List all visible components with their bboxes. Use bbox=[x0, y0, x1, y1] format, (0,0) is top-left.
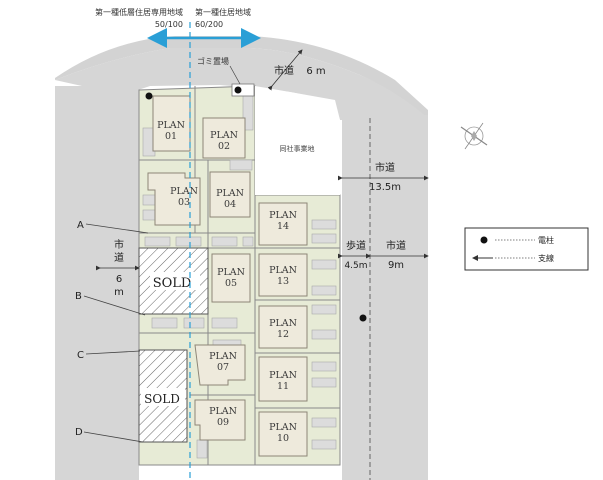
utility-pole-icon bbox=[234, 86, 242, 94]
company-site-label: 同社事業地 bbox=[280, 144, 315, 153]
marker-c: C bbox=[77, 350, 84, 361]
section-markers: A B C D bbox=[75, 220, 149, 443]
marker-a: A bbox=[77, 220, 84, 231]
plan-12-label[interactable]: PLAN bbox=[269, 318, 297, 329]
plan-labels: PLAN 01 PLAN 02 PLAN 03 PLAN 04 PLAN 14 … bbox=[157, 120, 297, 444]
zone-right-ratio: 60/200 bbox=[195, 20, 223, 29]
west-road-unit: m bbox=[114, 287, 124, 298]
compass-icon bbox=[460, 122, 488, 150]
plan-01-label[interactable]: PLAN bbox=[157, 120, 185, 131]
plan-01-number: 01 bbox=[165, 131, 177, 142]
sold-label-lower: SOLD bbox=[144, 392, 180, 406]
plan-12-number: 12 bbox=[277, 329, 289, 340]
plan-07-number: 07 bbox=[217, 362, 229, 373]
sidewalk-width: 4.5m bbox=[344, 261, 367, 271]
utility-pole-icon bbox=[359, 314, 367, 322]
plan-09-label[interactable]: PLAN bbox=[209, 406, 237, 417]
plan-03-label[interactable]: PLAN bbox=[170, 186, 198, 197]
utility-pole-icon bbox=[145, 92, 153, 100]
pole-legend-icon bbox=[480, 236, 488, 244]
plan-13-number: 13 bbox=[277, 276, 289, 287]
zone-left-ratio: 50/100 bbox=[155, 20, 183, 29]
west-road-label-2: 道 bbox=[114, 251, 124, 264]
east-road-label: 市道 bbox=[375, 161, 395, 174]
plan-10-number: 10 bbox=[277, 433, 289, 444]
legend: 電柱 支線 bbox=[464, 227, 589, 271]
sold-label-upper: SOLD bbox=[153, 276, 192, 291]
legend-pole-label: 電柱 bbox=[538, 235, 554, 245]
marker-b: B bbox=[75, 291, 82, 302]
west-road-label-1: 市 bbox=[114, 238, 124, 251]
plan-13-label[interactable]: PLAN bbox=[269, 265, 297, 276]
plan-07-label[interactable]: PLAN bbox=[209, 351, 237, 362]
plan-05-number: 05 bbox=[225, 278, 237, 289]
plan-09-number: 09 bbox=[217, 417, 229, 428]
east-road-width: 13.5m bbox=[369, 182, 401, 193]
company-site-area bbox=[255, 86, 340, 195]
plan-11-number: 11 bbox=[277, 381, 289, 392]
north-road-width: 6 m bbox=[306, 66, 325, 77]
plan-11-label[interactable]: PLAN bbox=[269, 370, 297, 381]
garbage-label: ゴミ置場 bbox=[197, 56, 229, 66]
plan-14-label[interactable]: PLAN bbox=[269, 210, 297, 221]
west-road-width: 6 bbox=[116, 274, 122, 285]
plan-02-number: 02 bbox=[218, 141, 230, 152]
zone-right-name: 第一種住居地域 bbox=[195, 7, 251, 17]
east-vehicle-road-width: 9m bbox=[388, 260, 404, 271]
plan-05-label[interactable]: PLAN bbox=[217, 267, 245, 278]
zone-left-name: 第一種低層住居専用地域 bbox=[95, 7, 183, 17]
legend-wire-label: 支線 bbox=[538, 253, 554, 263]
marker-d: D bbox=[75, 427, 83, 438]
east-vehicle-road-label: 市道 bbox=[386, 239, 406, 252]
plan-03-number: 03 bbox=[178, 197, 190, 208]
plan-04-label[interactable]: PLAN bbox=[216, 188, 244, 199]
west-road bbox=[55, 86, 139, 480]
plan-02-label[interactable]: PLAN bbox=[210, 130, 238, 141]
north-road-upper-band bbox=[55, 36, 428, 118]
north-road-label: 市道 bbox=[274, 64, 294, 77]
houses bbox=[147, 95, 308, 457]
plan-14-number: 14 bbox=[277, 221, 289, 232]
plan-10-label[interactable]: PLAN bbox=[269, 422, 297, 433]
sidewalk-label: 歩道 bbox=[346, 239, 366, 252]
plan-04-number: 04 bbox=[224, 199, 236, 210]
